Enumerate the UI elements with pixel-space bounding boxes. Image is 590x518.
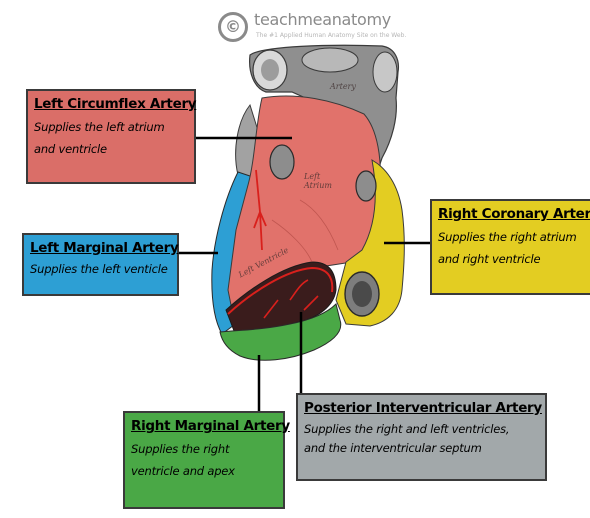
heart-label-left-atrium: Left Atrium: [304, 172, 344, 190]
annotation-title: Right Coronary Artery: [438, 206, 590, 222]
annotation-title: Left Marginal Artery: [30, 240, 177, 256]
pulmonary-vein-upper-right: [356, 171, 376, 201]
annotation-description: Supplies the left venticle: [30, 258, 177, 280]
annotation-title: Posterior Interventricular Artery: [304, 400, 545, 416]
annotation-posterior-interventricular-artery: Posterior Interventricular Artery Suppli…: [296, 393, 547, 481]
annotation-left-circumflex-artery: Left Circumflex Artery Supplies the left…: [26, 89, 196, 184]
annotation-title: Right Marginal Artery: [131, 418, 283, 434]
pulmonary-vein-upper-left: [270, 145, 294, 179]
annotation-right-coronary-artery: Right Coronary Artery Supplies the right…: [430, 199, 590, 295]
annotation-right-marginal-artery: Right Marginal Artery Supplies the right…: [123, 411, 285, 509]
coronary-sinus-inner: [352, 281, 372, 307]
annotation-left-marginal-artery: Left Marginal Artery Supplies the left v…: [22, 233, 179, 296]
heart-label-artery: Artery: [330, 82, 356, 91]
annotation-description: Supplies the right and left ventricles,a…: [304, 420, 545, 458]
annotation-title: Left Circumflex Artery: [34, 96, 194, 112]
